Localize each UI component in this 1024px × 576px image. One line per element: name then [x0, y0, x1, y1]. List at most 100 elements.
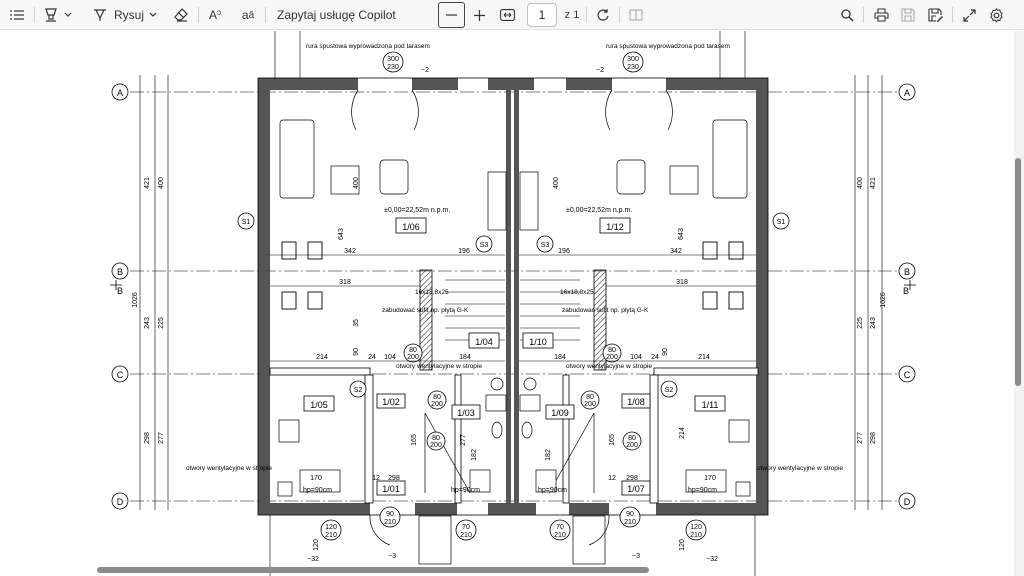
door-230-bottom-right: 230 — [627, 64, 639, 71]
hp-note-kitchen-right: hp=90cm — [688, 487, 717, 494]
horizontal-scroll-thumb[interactable] — [97, 567, 649, 573]
dim-24-left: 24 — [368, 354, 376, 361]
room-1-09: 1/09 — [551, 408, 569, 418]
fullscreen-icon[interactable] — [960, 3, 978, 27]
dim-35-left: 35 — [353, 319, 360, 327]
page-total: z 1 — [564, 9, 580, 21]
dim-295-right: 214 — [679, 427, 686, 439]
door-120-a: 120 — [325, 524, 337, 531]
dim-12-left: 12 — [372, 475, 380, 482]
door-90-a: 90 — [386, 511, 394, 518]
door-70-a: 70 — [462, 524, 470, 531]
zoom-out-icon — [446, 14, 457, 16]
downpipe-note-right: rura spustowa wyprowadzona pod tarasem — [606, 43, 730, 50]
dim-400-room-right: 400 — [553, 177, 560, 189]
dim-243-left: 243 — [144, 317, 151, 329]
door-80-a: 80 — [409, 347, 417, 354]
floor-plan-drawing: A B C D A B C D B B S1 S1 S2 S2 S3 S3 — [110, 31, 916, 576]
room-1-08: 1/08 — [627, 397, 645, 407]
vent-note-center-right: otwory wentylacyjne w stropie — [566, 363, 652, 370]
axis-label-d-left: D — [117, 497, 124, 507]
search-icon[interactable] — [838, 3, 856, 27]
dim-165-left: 165 — [411, 434, 418, 446]
stairs-note-left: 16x18,8x25 — [415, 289, 449, 296]
hp-note-right: hp=90cm — [538, 487, 567, 494]
section-b-left: B — [117, 286, 123, 296]
chevron-down-icon[interactable] — [147, 3, 159, 27]
dim-90-left: 90 — [353, 348, 360, 356]
dim-196-right: 196 — [558, 248, 570, 255]
print-icon[interactable] — [872, 3, 890, 27]
door-200-a: 200 — [407, 354, 419, 361]
room-1-11: 1/11 — [702, 400, 719, 410]
dim-400-room-left: 400 — [353, 177, 360, 189]
room-1-12: 1/12 — [606, 222, 624, 232]
dim-184-right: 184 — [554, 354, 566, 361]
dim-12-right: 12 — [608, 475, 616, 482]
settings-icon[interactable] — [987, 3, 1005, 27]
room-1-04: 1/04 — [475, 337, 493, 347]
level-neg32-right: −32 — [706, 556, 718, 563]
contents-icon[interactable] — [8, 3, 26, 27]
chevron-down-icon[interactable] — [62, 3, 74, 27]
dim-120-right: 120 — [679, 539, 686, 551]
room-1-05: 1/05 — [310, 400, 328, 410]
dim-170-right: 298 — [626, 475, 638, 482]
level-neg3-left: −3 — [388, 553, 396, 560]
zoom-out-button[interactable] — [438, 2, 465, 28]
draw-label[interactable]: Rysuj — [114, 8, 145, 22]
page-view-icon[interactable] — [627, 3, 645, 27]
dim-421-right: 421 — [870, 177, 877, 189]
section-s3-right: S3 — [541, 242, 550, 249]
page-number-input[interactable]: 1 — [527, 3, 557, 27]
dim-342-right: 342 — [670, 248, 682, 255]
downpipe-note-left: rura spustowa wyprowadzona pod tarasem — [306, 43, 430, 50]
dim-1026-right: 1026 — [880, 292, 887, 308]
stairs-note-right: 16x18,8x25 — [560, 289, 594, 296]
door-80-f: 80 — [628, 435, 636, 442]
level-note-right: ±0,00=22,52m n.p.m. — [566, 207, 632, 214]
door-210-b: 210 — [624, 519, 636, 526]
door-90-b: 90 — [626, 511, 634, 518]
door-200-e: 200 — [430, 442, 442, 449]
dim-400-right: 400 — [857, 177, 864, 189]
save-icon[interactable] — [899, 3, 917, 27]
dim-182-left: 182 — [471, 449, 478, 461]
document-viewer[interactable]: A B C D A B C D B B S1 S1 S2 S2 S3 S3 — [0, 31, 1014, 576]
door-300-top-left: 300 — [387, 56, 399, 63]
vertical-scroll-thumb[interactable] — [1015, 158, 1021, 386]
level-neg3-right: −3 — [632, 553, 640, 560]
dim-214-left: 214 — [316, 354, 328, 361]
vent-note-left: otwory wentylacyjne w stropie — [186, 465, 272, 472]
dim-90-right: 90 — [662, 348, 669, 356]
save-as-icon[interactable] — [926, 3, 944, 27]
level-neg2-left: −2 — [421, 67, 429, 74]
fit-page-icon[interactable] — [498, 3, 516, 27]
door-210-d: 210 — [554, 532, 566, 539]
eraser-icon[interactable] — [172, 3, 190, 27]
dim-277-bath-left: 277 — [460, 434, 467, 446]
draw-icon[interactable] — [91, 3, 109, 27]
room-1-07: 1/07 — [627, 484, 645, 494]
rotate-icon[interactable] — [594, 3, 612, 27]
dim-104-left: 104 — [384, 354, 396, 361]
dim-225-left: 225 — [158, 317, 165, 329]
zoom-in-icon[interactable] — [470, 3, 488, 27]
copilot-button[interactable]: Zapytaj usługę Copilot — [277, 8, 396, 22]
highlight-icon[interactable] — [42, 3, 60, 27]
dim-421-left: 421 — [144, 177, 151, 189]
room-1-10: 1/10 — [529, 337, 547, 347]
dim-214-right: 214 — [698, 354, 710, 361]
section-s2-left: S2 — [354, 387, 363, 394]
section-s2-right: S2 — [665, 387, 674, 394]
ceiling-note-right: zabudować sufit np. płytą G-K — [562, 307, 649, 314]
door-210-e: 210 — [325, 532, 337, 539]
dim-298-left: 298 — [144, 432, 151, 444]
axis-label-c-right: C — [904, 370, 911, 380]
dim-400-left: 400 — [158, 177, 165, 189]
door-80-b: 80 — [608, 347, 616, 354]
vent-note-right: otwory wentylacyjne w stropie — [757, 465, 843, 472]
